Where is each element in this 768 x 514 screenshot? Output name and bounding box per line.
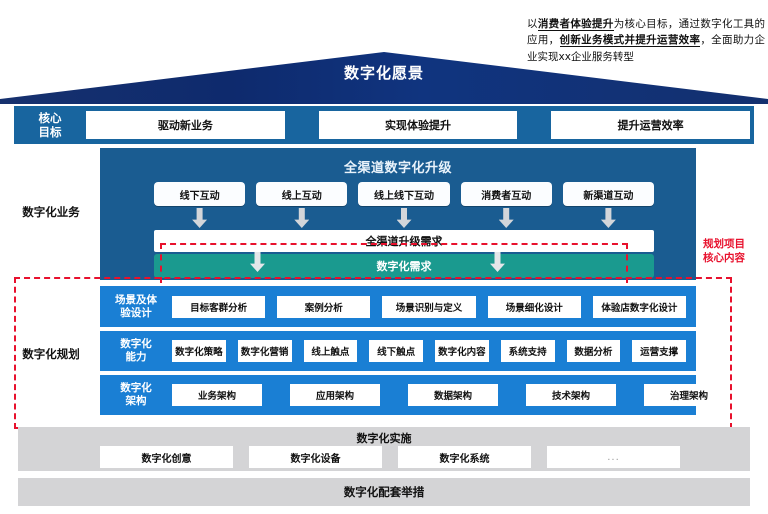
planning-row-architecture: 数字化 架构 业务架构 应用架构 数据架构 技术架构 治理架构 — [100, 375, 734, 415]
annotation-text-mid: 为核心目标，通过数字化工具的应用， — [527, 18, 766, 47]
core-goals-label-line2: 目标 — [38, 125, 62, 139]
implementation-items: 数字化创意 数字化设备 数字化系统 ... — [100, 446, 680, 468]
arrow-slot — [154, 208, 245, 230]
annotation-bold-1: 消费者体验提升 — [537, 18, 614, 31]
planning-row-capability: 数字化 能力 数字化策略 数字化营销 线上触点 线下触点 数字化内容 系统支持 … — [100, 331, 696, 371]
planning-row-label: 数字化 能力 — [100, 338, 172, 364]
planning-row-items: 数字化策略 数字化营销 线上触点 线下触点 数字化内容 系统支持 数据分析 运营… — [172, 340, 696, 362]
implementation-item[interactable]: 数字化系统 — [398, 446, 531, 468]
implementation-title: 数字化实施 — [356, 432, 412, 445]
arrow-down-icon — [498, 208, 514, 228]
planning-item[interactable]: 应用架构 — [290, 384, 380, 406]
planning-wrap: 场景及体 验设计 目标客群分析 案例分析 场景识别与定义 场景细化设计 体验店数… — [100, 286, 734, 419]
planning-item[interactable]: 数字化内容 — [435, 340, 489, 362]
planning-item[interactable]: 技术架构 — [526, 384, 616, 406]
planning-item[interactable]: 治理架构 — [644, 384, 734, 406]
channel-row: 线下互动 线上互动 线上线下互动 消费者互动 新渠道互动 — [154, 182, 655, 206]
arrow-down-icon — [192, 208, 208, 228]
annotation-bold-2: 创新业务模式并提升运营效率 — [559, 34, 701, 48]
planning-row-items: 目标客群分析 案例分析 场景识别与定义 场景细化设计 体验店数字化设计 — [172, 295, 696, 318]
arrow-down-icon — [600, 208, 616, 228]
channel-item[interactable]: 线上线下互动 — [358, 182, 450, 206]
arrow-slot — [461, 208, 552, 230]
planning-item[interactable]: 线上触点 — [303, 340, 358, 362]
planning-row-label: 场景及体 验设计 — [100, 294, 172, 320]
business-panel: 全渠道数字化升级 线下互动 线上互动 线上线下互动 消费者互动 新渠道互动 全渠… — [100, 148, 696, 280]
implementation-band: 数字化实施 数字化创意 数字化设备 数字化系统 ... — [18, 427, 750, 471]
top-right-annotation: 以消费者体验提升为核心目标，通过数字化工具的应用，创新业务模式并提升运营效率，全… — [527, 16, 765, 65]
annotation-text-pre: 以 — [527, 18, 538, 30]
planning-item[interactable]: 场景识别与定义 — [382, 295, 476, 318]
planning-row-items: 业务架构 应用架构 数据架构 技术架构 治理架构 — [172, 384, 744, 406]
channel-arrows — [154, 208, 654, 230]
planning-row-label-line2: 架构 — [125, 395, 147, 407]
planning-row-label-line1: 数字化 — [120, 338, 152, 351]
planning-item[interactable]: 数字化策略 — [172, 340, 226, 362]
channel-item[interactable]: 线上互动 — [256, 182, 348, 206]
channel-item[interactable]: 新渠道互动 — [562, 182, 655, 206]
row-label-planning: 数字化规划 — [22, 347, 80, 361]
planning-item[interactable]: 线下触点 — [369, 340, 423, 362]
planning-item[interactable]: 数据分析 — [566, 340, 621, 362]
planning-item[interactable]: 场景细化设计 — [487, 295, 581, 318]
core-goal-item[interactable]: 实现体验提升 — [318, 111, 518, 139]
channel-item[interactable]: 消费者互动 — [460, 182, 552, 206]
planning-item[interactable]: 体验店数字化设计 — [592, 295, 687, 318]
roof-shape-icon — [0, 52, 768, 104]
highlight-note: 规划项目 核心内容 — [684, 238, 764, 265]
planning-row-label-line2: 验设计 — [120, 306, 152, 319]
channel-item[interactable]: 线下互动 — [154, 182, 246, 206]
planning-item[interactable]: 数据架构 — [408, 384, 498, 406]
digital-demand-bar: 数字化需求 — [154, 254, 654, 278]
highlight-note-line2: 核心内容 — [703, 251, 745, 264]
arrow-down-icon — [396, 208, 412, 228]
planning-item[interactable]: 案例分析 — [277, 295, 371, 318]
business-panel-title: 全渠道数字化升级 — [343, 161, 452, 176]
implementation-item[interactable]: 数字化创意 — [100, 446, 233, 468]
core-goals-band: 核心 目标 驱动新业务 实现体验提升 提升运营效率 — [14, 106, 754, 144]
planning-item[interactable]: 运营支撑 — [632, 340, 686, 362]
arrow-down-icon — [294, 208, 310, 228]
planning-row-scene: 场景及体 验设计 目标客群分析 案例分析 场景识别与定义 场景细化设计 体验店数… — [100, 286, 696, 327]
highlight-note-line1: 规划项目 — [703, 238, 745, 250]
core-goal-item[interactable]: 驱动新业务 — [86, 111, 285, 139]
planning-row-label-line1: 数字化 — [120, 382, 152, 395]
row-label-business: 数字化业务 — [22, 205, 80, 219]
supporting-measures-band: 数字化配套举措 — [18, 478, 750, 506]
planning-row-label-line2: 能力 — [125, 351, 147, 363]
planning-item[interactable]: 业务架构 — [172, 384, 262, 406]
core-goals-items: 驱动新业务 实现体验提升 提升运营效率 — [86, 111, 754, 139]
planning-item[interactable]: 数字化营销 — [237, 340, 292, 362]
vision-title: 数字化愿景 — [343, 64, 424, 82]
arrow-slot — [358, 208, 449, 230]
planning-row-label-line1: 场景及体 — [115, 293, 157, 306]
planning-row-label: 数字化 架构 — [100, 382, 172, 408]
annotation-text-tail: ，全面助力企业实现xx企业服务转型 — [527, 34, 766, 63]
arrow-slot — [563, 208, 654, 230]
planning-item[interactable]: 目标客群分析 — [172, 295, 266, 318]
implementation-item[interactable]: 数字化设备 — [249, 446, 382, 468]
core-goal-item[interactable]: 提升运营效率 — [551, 111, 751, 139]
vision-roof — [0, 52, 768, 104]
core-goals-label-line1: 核心 — [38, 110, 62, 125]
planning-item[interactable]: 系统支持 — [500, 340, 555, 362]
core-goals-label: 核心 目标 — [14, 111, 86, 139]
implementation-item-more[interactable]: ... — [547, 446, 680, 468]
arrow-slot — [256, 208, 347, 230]
omnichannel-need-bar: 全渠道升级需求 — [154, 230, 654, 252]
